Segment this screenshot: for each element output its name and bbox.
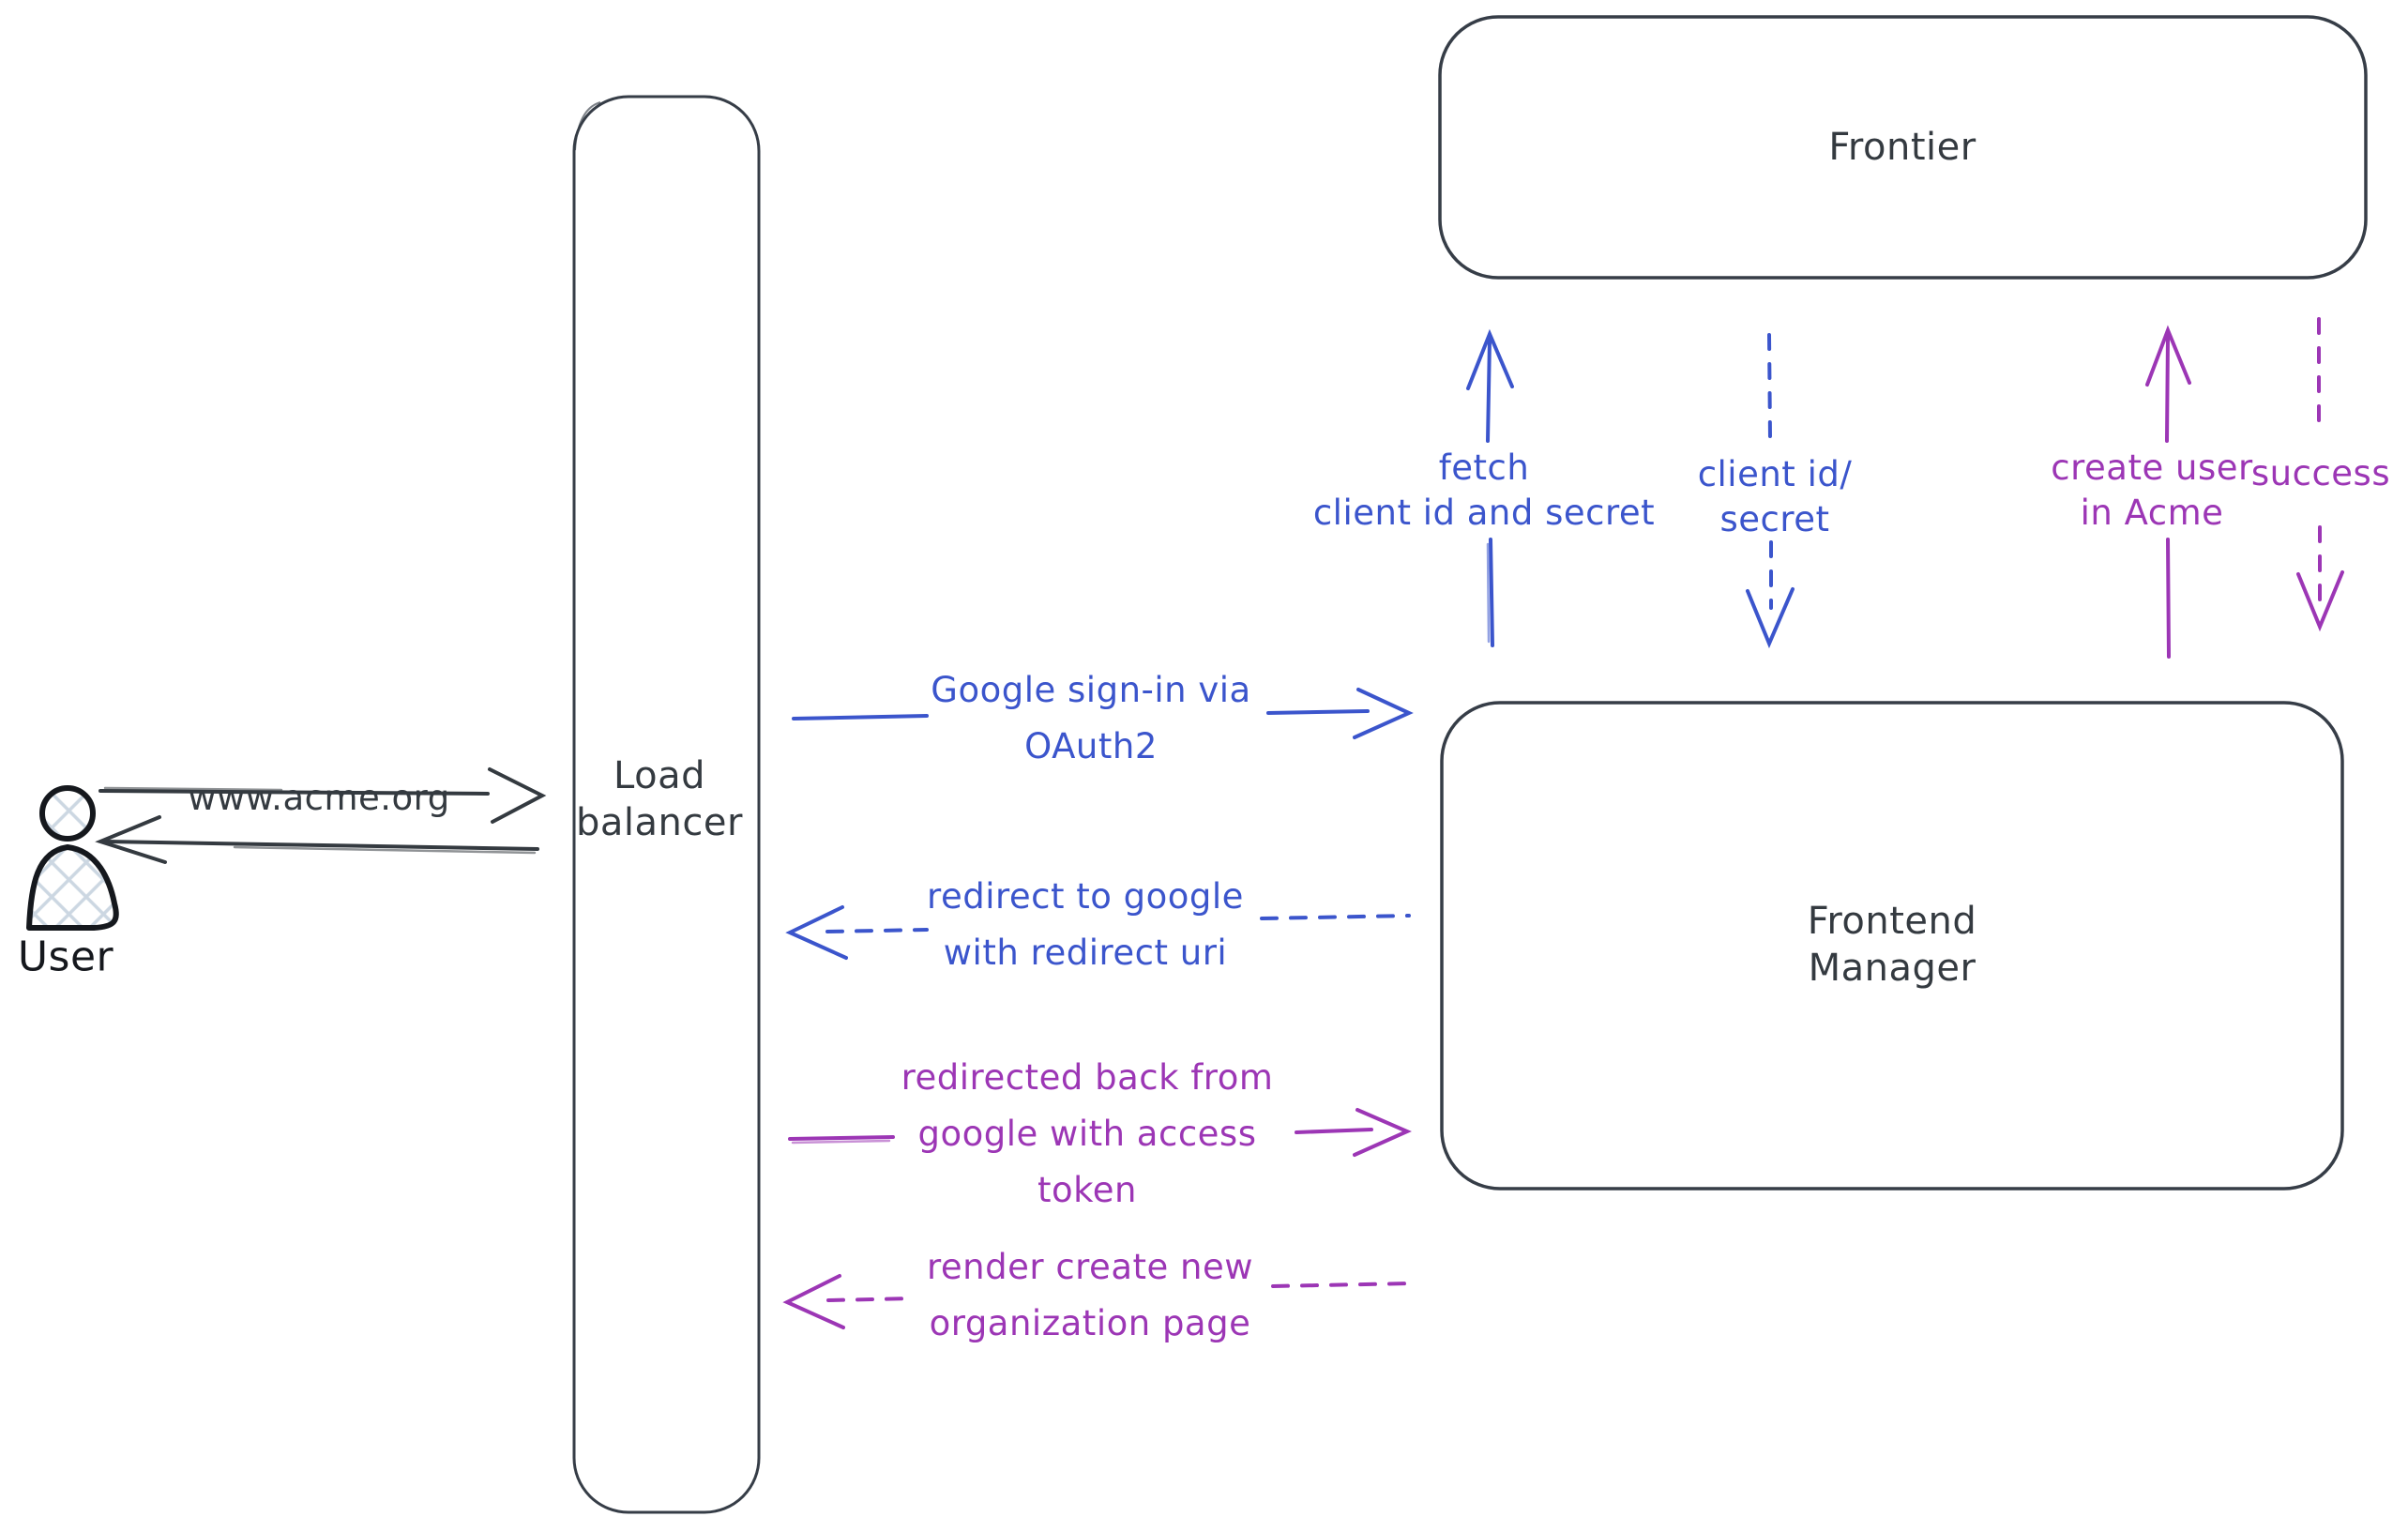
arrow-google-signin xyxy=(792,688,1414,739)
arrow-create-user xyxy=(2145,325,2191,659)
arrow-fetch-secret xyxy=(1466,328,1514,647)
user-person-icon xyxy=(26,785,119,931)
arrow-lb-return xyxy=(95,815,539,864)
arrow-render-page xyxy=(782,1274,1414,1329)
arrow-client-id-secret xyxy=(1746,333,1795,649)
frontier-node xyxy=(1438,15,2368,280)
arrow-success xyxy=(2296,317,2344,632)
load-balancer-node xyxy=(572,95,761,1514)
arrow-www-acme xyxy=(98,767,547,824)
frontend-manager-node xyxy=(1440,701,2344,1191)
arrow-redirected-back xyxy=(788,1108,1412,1157)
arrow-redirect-google xyxy=(785,905,1411,960)
